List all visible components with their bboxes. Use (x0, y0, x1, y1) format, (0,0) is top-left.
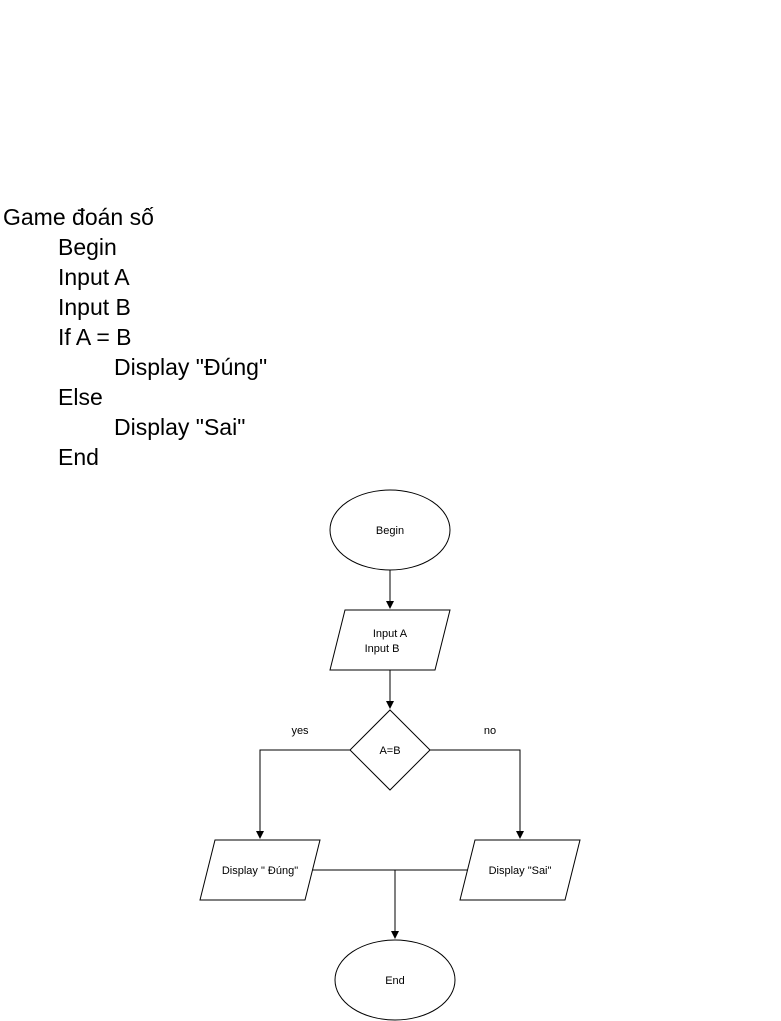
begin-label: Begin (376, 525, 404, 537)
display-false-parallelogram (459, 839, 581, 901)
pseudocode-line-begin: Begin (58, 234, 117, 260)
connector-no-branch (430, 749, 524, 839)
pseudocode-line-input-b: Input B (58, 294, 131, 320)
pseudocode-block: Game đoán số Begin Input A Input B If A … (3, 202, 267, 472)
display-false-label: Display "Sai" (489, 865, 552, 877)
end-label: End (385, 975, 405, 987)
pseudocode-line-end: End (58, 444, 99, 470)
no-label: no (484, 725, 496, 737)
decision-label: A=B (379, 745, 400, 757)
end-terminator (334, 939, 456, 1021)
pseudocode-line-input-a: Input A (58, 264, 130, 290)
pseudocode-line-if: If A = B (58, 324, 132, 350)
input-label-a: Input A (373, 628, 408, 640)
display-true-label: Display " Đúng" (222, 865, 298, 877)
display-true-parallelogram (199, 839, 321, 901)
input-label-b: Input B (365, 643, 400, 655)
decision-diamond (349, 709, 431, 791)
input-parallelogram (329, 609, 451, 671)
pseudocode-title: Game đoán số (3, 204, 154, 230)
pseudocode-line-display-false: Display "Sai" (114, 414, 246, 440)
pseudocode-line-else: Else (58, 384, 103, 410)
pseudocode-line-display-true: Display "Đúng" (114, 354, 268, 380)
yes-label: yes (291, 725, 309, 737)
connector-yes-branch (256, 749, 350, 839)
